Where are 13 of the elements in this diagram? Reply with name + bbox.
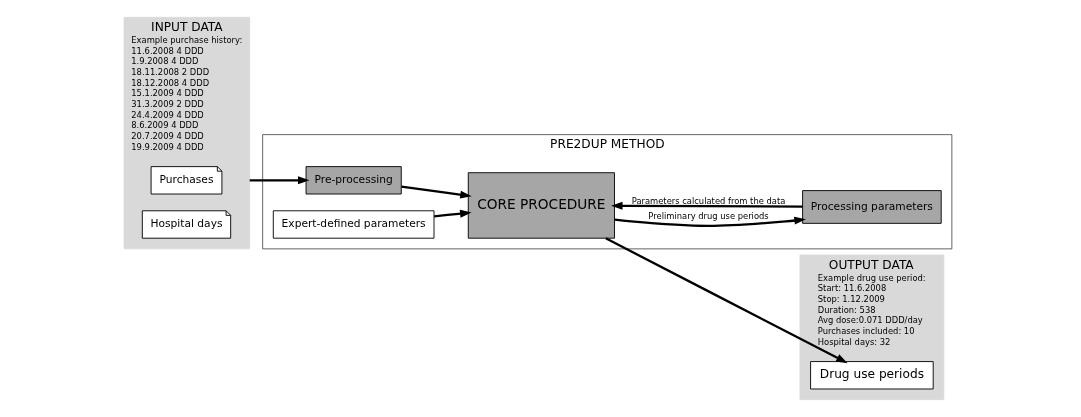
arrow [604,237,848,364]
node-box: Drug use periods [809,361,934,390]
node-box: CORE PROCEDURE [467,172,615,239]
node-box: Expert-defined parameters [272,210,434,239]
edge-label: Parameters calculated from the data [631,195,785,206]
node-box: Pre-processing [305,166,402,195]
arrow [400,185,472,199]
node-box: Processing parameters [801,190,942,224]
arrow [610,201,803,210]
arrow [433,209,471,218]
arrow [614,216,806,227]
edge-label: Preliminary drug use periods [647,211,769,222]
arrow [249,176,309,185]
